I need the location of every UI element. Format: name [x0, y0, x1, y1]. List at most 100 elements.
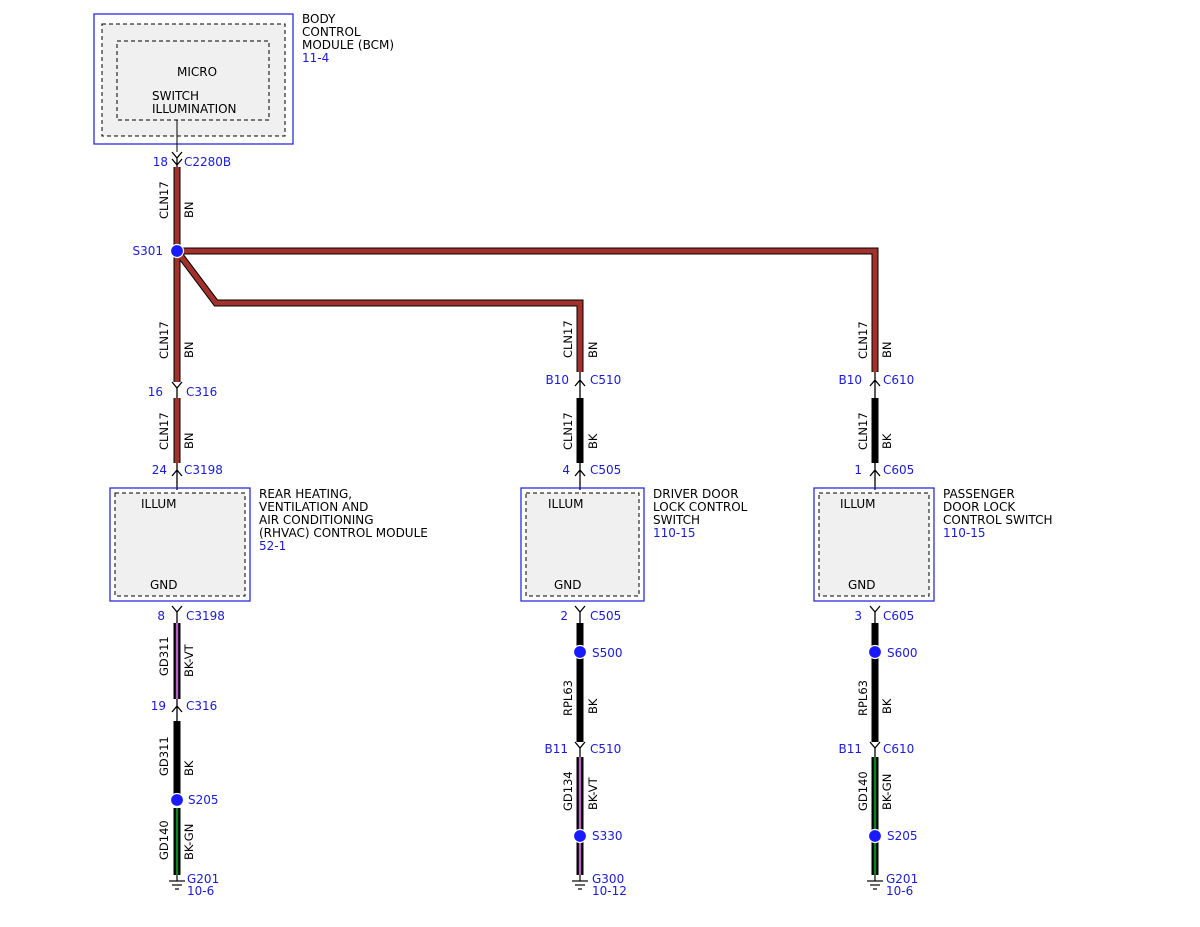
passenger-title-line-2: DOOR LOCK [943, 500, 1016, 514]
connector-c3198-top-symbol [171, 463, 183, 490]
mid-s500-label: S500 [592, 646, 623, 660]
bn-wire-fill [174, 167, 878, 463]
w-right3-circuit: RPL63 [856, 680, 870, 716]
connector-c510-upper-symbol [574, 372, 586, 398]
rhvac-dashed [114, 492, 246, 597]
left-c316-upper-pin: 16 [148, 385, 163, 399]
splice-dots [169, 243, 883, 844]
connector-c610-lower-symbol [869, 741, 881, 757]
w-left1-circuit: CLN17 [157, 321, 171, 359]
mid-c510-upper-conn: C510 [590, 373, 621, 387]
wire-labels: CLN17 BN CLN17 BN CLN17 BN CLN17 BN CLN1… [157, 181, 894, 860]
connector-c3198-bottom-symbol [171, 605, 183, 623]
bcm-function-line-2: ILLUMINATION [152, 102, 237, 116]
mid-c505-bottom-pin: 2 [560, 609, 568, 623]
mid-c510-upper-pin: B10 [545, 373, 569, 387]
rhvac-title-line-3: AIR CONDITIONING [259, 513, 374, 527]
mid-c505-top-pin: 4 [562, 463, 570, 477]
passenger-dashed [818, 492, 930, 597]
rhvac-gnd-label: GND [150, 578, 178, 592]
connector-c605-top-symbol [869, 463, 881, 490]
wire-main-branch-mid-fill [175, 249, 583, 372]
left-c3198-top-pin: 24 [152, 463, 167, 477]
left-ground-ref: 10-6 [187, 884, 214, 898]
mid-c510-lower-pin: B11 [544, 742, 568, 756]
right-c610-upper-pin: B10 [838, 373, 862, 387]
rhvac-illum-label: ILLUM [141, 497, 176, 511]
splice-left-s205-dot [169, 792, 185, 808]
rhvac-title-line-2: VENTILATION AND [259, 500, 368, 514]
right-c610-upper-conn: C610 [883, 373, 914, 387]
wire-mid-4 [576, 757, 584, 875]
right-ground-id: G201 [886, 872, 918, 886]
passenger-outline [813, 487, 935, 602]
w-left5-color: BK-GN [182, 824, 196, 860]
w-mid3-circuit: RPL63 [561, 680, 575, 716]
mid-s330-label: S330 [592, 829, 623, 843]
mid-ground-ref: 10-12 [592, 884, 627, 898]
w-mid4-circuit: GD134 [561, 771, 575, 811]
wire-main-branch-right-fill [177, 248, 878, 372]
right-s600-label: S600 [887, 646, 918, 660]
w-mid4-color: BK-VT [586, 776, 600, 810]
rhvac-module: ILLUM GND REAR HEATING, VENTILATION AND … [109, 487, 428, 602]
left-c316-lower-conn: C316 [186, 699, 217, 713]
driver-title-line-1: DRIVER DOOR [653, 487, 739, 501]
bcm-ref: 11-4 [302, 51, 329, 65]
left-ground-id: G201 [187, 872, 219, 886]
driver-ref: 110-15 [653, 526, 696, 540]
passenger-title-line-3: CONTROL SWITCH [943, 513, 1052, 527]
w-mid2-circuit: CLN17 [561, 412, 575, 450]
bcm-title-line-2: CONTROL [302, 25, 361, 39]
top-pin: 18 [153, 155, 168, 169]
w-left4-color: BK [182, 760, 196, 776]
ground-left-icon [169, 875, 185, 890]
left-c316-lower-pin: 19 [151, 699, 166, 713]
bcm-title-line-1: BODY [302, 12, 336, 26]
driver-dashed [525, 492, 640, 597]
right-c605-bottom-conn: C605 [883, 609, 914, 623]
left-s205-label: S205 [188, 793, 219, 807]
w-right2-circuit: CLN17 [856, 412, 870, 450]
driver-door-lock-switch: ILLUM GND DRIVER DOOR LOCK CONTROL SWITC… [520, 487, 748, 602]
right-ground-ref: 10-6 [886, 884, 913, 898]
w-right3-color: BK [880, 698, 894, 714]
bcm-micro-label: MICRO [177, 65, 217, 79]
passenger-ref: 110-15 [943, 526, 986, 540]
right-c610-lower-pin: B11 [838, 742, 862, 756]
mid-c505-bottom-conn: C505 [590, 609, 621, 623]
w-mid3-color: BK [586, 698, 600, 714]
splice-mid-s330-dot [572, 828, 588, 844]
rhvac-ref: 52-1 [259, 539, 286, 553]
wire-left-5 [173, 808, 181, 875]
driver-title-line-3: SWITCH [653, 513, 700, 527]
w-right2-color: BK [880, 433, 894, 449]
mid-c505-top-conn: C505 [590, 463, 621, 477]
left-c3198-top-conn: C3198 [184, 463, 223, 477]
rhvac-title-line-1: REAR HEATING, [259, 487, 352, 501]
right-c605-bottom-pin: 3 [854, 609, 862, 623]
bcm-dashed-inner [116, 40, 270, 121]
w-left4-circuit: GD311 [157, 736, 171, 776]
connector-c316-lower-symbol [171, 699, 183, 721]
bcm-outline [93, 13, 294, 145]
wire-left-3 [173, 623, 181, 699]
bk-wire-group [173, 398, 879, 800]
splice-right-s205-dot [867, 828, 883, 844]
connector-c2280b-symbol [171, 151, 183, 167]
connector-c505-top-symbol [574, 463, 586, 490]
passenger-illum-label: ILLUM [840, 497, 875, 511]
top-connector: C2280B [184, 155, 231, 169]
right-c605-top-pin: 1 [854, 463, 862, 477]
w-mid1-color: BN [586, 342, 600, 359]
w-right4-circuit: GD140 [856, 771, 870, 811]
passenger-door-lock-switch: ILLUM GND PASSENGER DOOR LOCK CONTROL SW… [813, 487, 1052, 602]
splice-s301-dot [169, 243, 185, 259]
rhvac-title-line-4: (RHVAC) CONTROL MODULE [259, 526, 428, 540]
right-c610-lower-conn: C610 [883, 742, 914, 756]
w-left5-circuit: GD140 [157, 820, 171, 860]
left-c3198-bottom-conn: C3198 [186, 609, 225, 623]
bcm-module: MICRO SWITCH ILLUMINATION BODY CONTROL M… [93, 12, 394, 145]
w-right1-circuit: CLN17 [856, 321, 870, 359]
ground-symbols [169, 875, 883, 890]
